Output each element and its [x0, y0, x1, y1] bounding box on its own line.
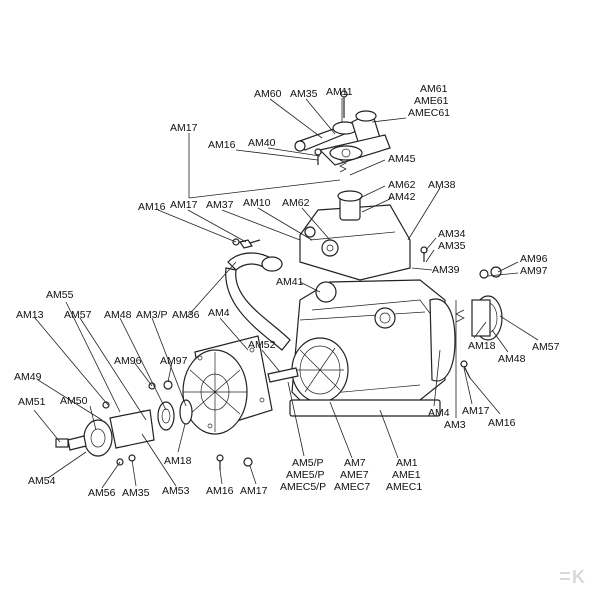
label-am4: AM4 — [208, 307, 230, 319]
label-am17: AM17 — [170, 199, 198, 211]
label-am60: AM60 — [254, 88, 282, 100]
label-am5p: AM5/P — [292, 457, 324, 469]
label-am3: AM3 — [444, 419, 466, 431]
label-am36: AM36 — [172, 309, 200, 321]
label-am96: AM96 — [520, 253, 548, 265]
label-am17: AM17 — [462, 405, 490, 417]
left-end-cover — [182, 335, 273, 435]
label-am38: AM38 — [428, 179, 456, 191]
label-am97: AM97 — [520, 265, 548, 277]
label-am16: AM16 — [138, 201, 166, 213]
label-am54: AM54 — [28, 475, 56, 487]
label-ame61: AME61 — [414, 95, 449, 107]
label-ame7: AME7 — [340, 469, 369, 481]
label-am7: AM7 — [344, 457, 366, 469]
label-amec7: AMEC7 — [334, 481, 370, 493]
brand-logo: K — [560, 567, 585, 587]
label-am10: AM10 — [243, 197, 271, 209]
label-ame5p: AME5/P — [286, 469, 325, 481]
label-ame1: AME1 — [392, 469, 421, 481]
handle-assembly — [294, 90, 391, 173]
label-am17: AM17 — [170, 122, 198, 134]
label-am13: AM13 — [16, 309, 44, 321]
label-am35: AM35 — [122, 487, 150, 499]
label-am62: AM62 — [282, 197, 310, 209]
label-am34: AM34 — [438, 228, 466, 240]
label-am48: AM48 — [498, 353, 526, 365]
part-labels: AM60 AM35 AM11 AM61 AME61 AMEC61 AM17 AM… — [14, 83, 560, 499]
label-am16: AM16 — [206, 485, 234, 497]
pump-body — [289, 279, 456, 417]
label-am18: AM18 — [468, 340, 496, 352]
label-am96: AM96 — [114, 355, 142, 367]
label-amec61: AMEC61 — [408, 107, 450, 119]
valve-housing — [239, 190, 502, 281]
label-am41: AM41 — [276, 276, 304, 288]
label-am48: AM48 — [104, 309, 132, 321]
label-am37: AM37 — [206, 199, 234, 211]
label-am53: AM53 — [162, 485, 190, 497]
label-am42: AM42 — [388, 191, 416, 203]
label-am39: AM39 — [432, 264, 460, 276]
label-am45: AM45 — [388, 153, 416, 165]
label-am57: AM57 — [532, 341, 560, 353]
label-am49: AM49 — [14, 371, 42, 383]
label-am52: AM52 — [248, 339, 276, 351]
label-am16: AM16 — [488, 417, 516, 429]
label-am11: AM11 — [326, 86, 353, 98]
label-am40: AM40 — [248, 137, 276, 149]
label-am1: AM1 — [396, 457, 418, 469]
label-am57: AM57 — [64, 309, 92, 321]
label-amec5p: AMEC5/P — [280, 481, 326, 493]
label-am62: AM62 — [388, 179, 416, 191]
label-am51: AM51 — [18, 396, 46, 408]
label-am97: AM97 — [160, 355, 188, 367]
label-am50: AM50 — [60, 395, 88, 407]
label-am35: AM35 — [438, 240, 466, 252]
brand-logo-letter: K — [572, 567, 585, 587]
label-am18: AM18 — [164, 455, 192, 467]
leader-lines — [33, 98, 539, 489]
label-am61: AM61 — [420, 83, 448, 95]
label-am4: AM4 — [428, 407, 450, 419]
label-am3p: AM3/P — [136, 309, 168, 321]
label-am55: AM55 — [46, 289, 74, 301]
right-bearing — [455, 295, 503, 379]
label-amec1: AMEC1 — [386, 481, 422, 493]
label-am17: AM17 — [240, 485, 268, 497]
label-am16: AM16 — [208, 139, 236, 151]
pipe-hose — [225, 252, 291, 351]
label-am56: AM56 — [88, 487, 116, 499]
label-am35: AM35 — [290, 88, 318, 100]
